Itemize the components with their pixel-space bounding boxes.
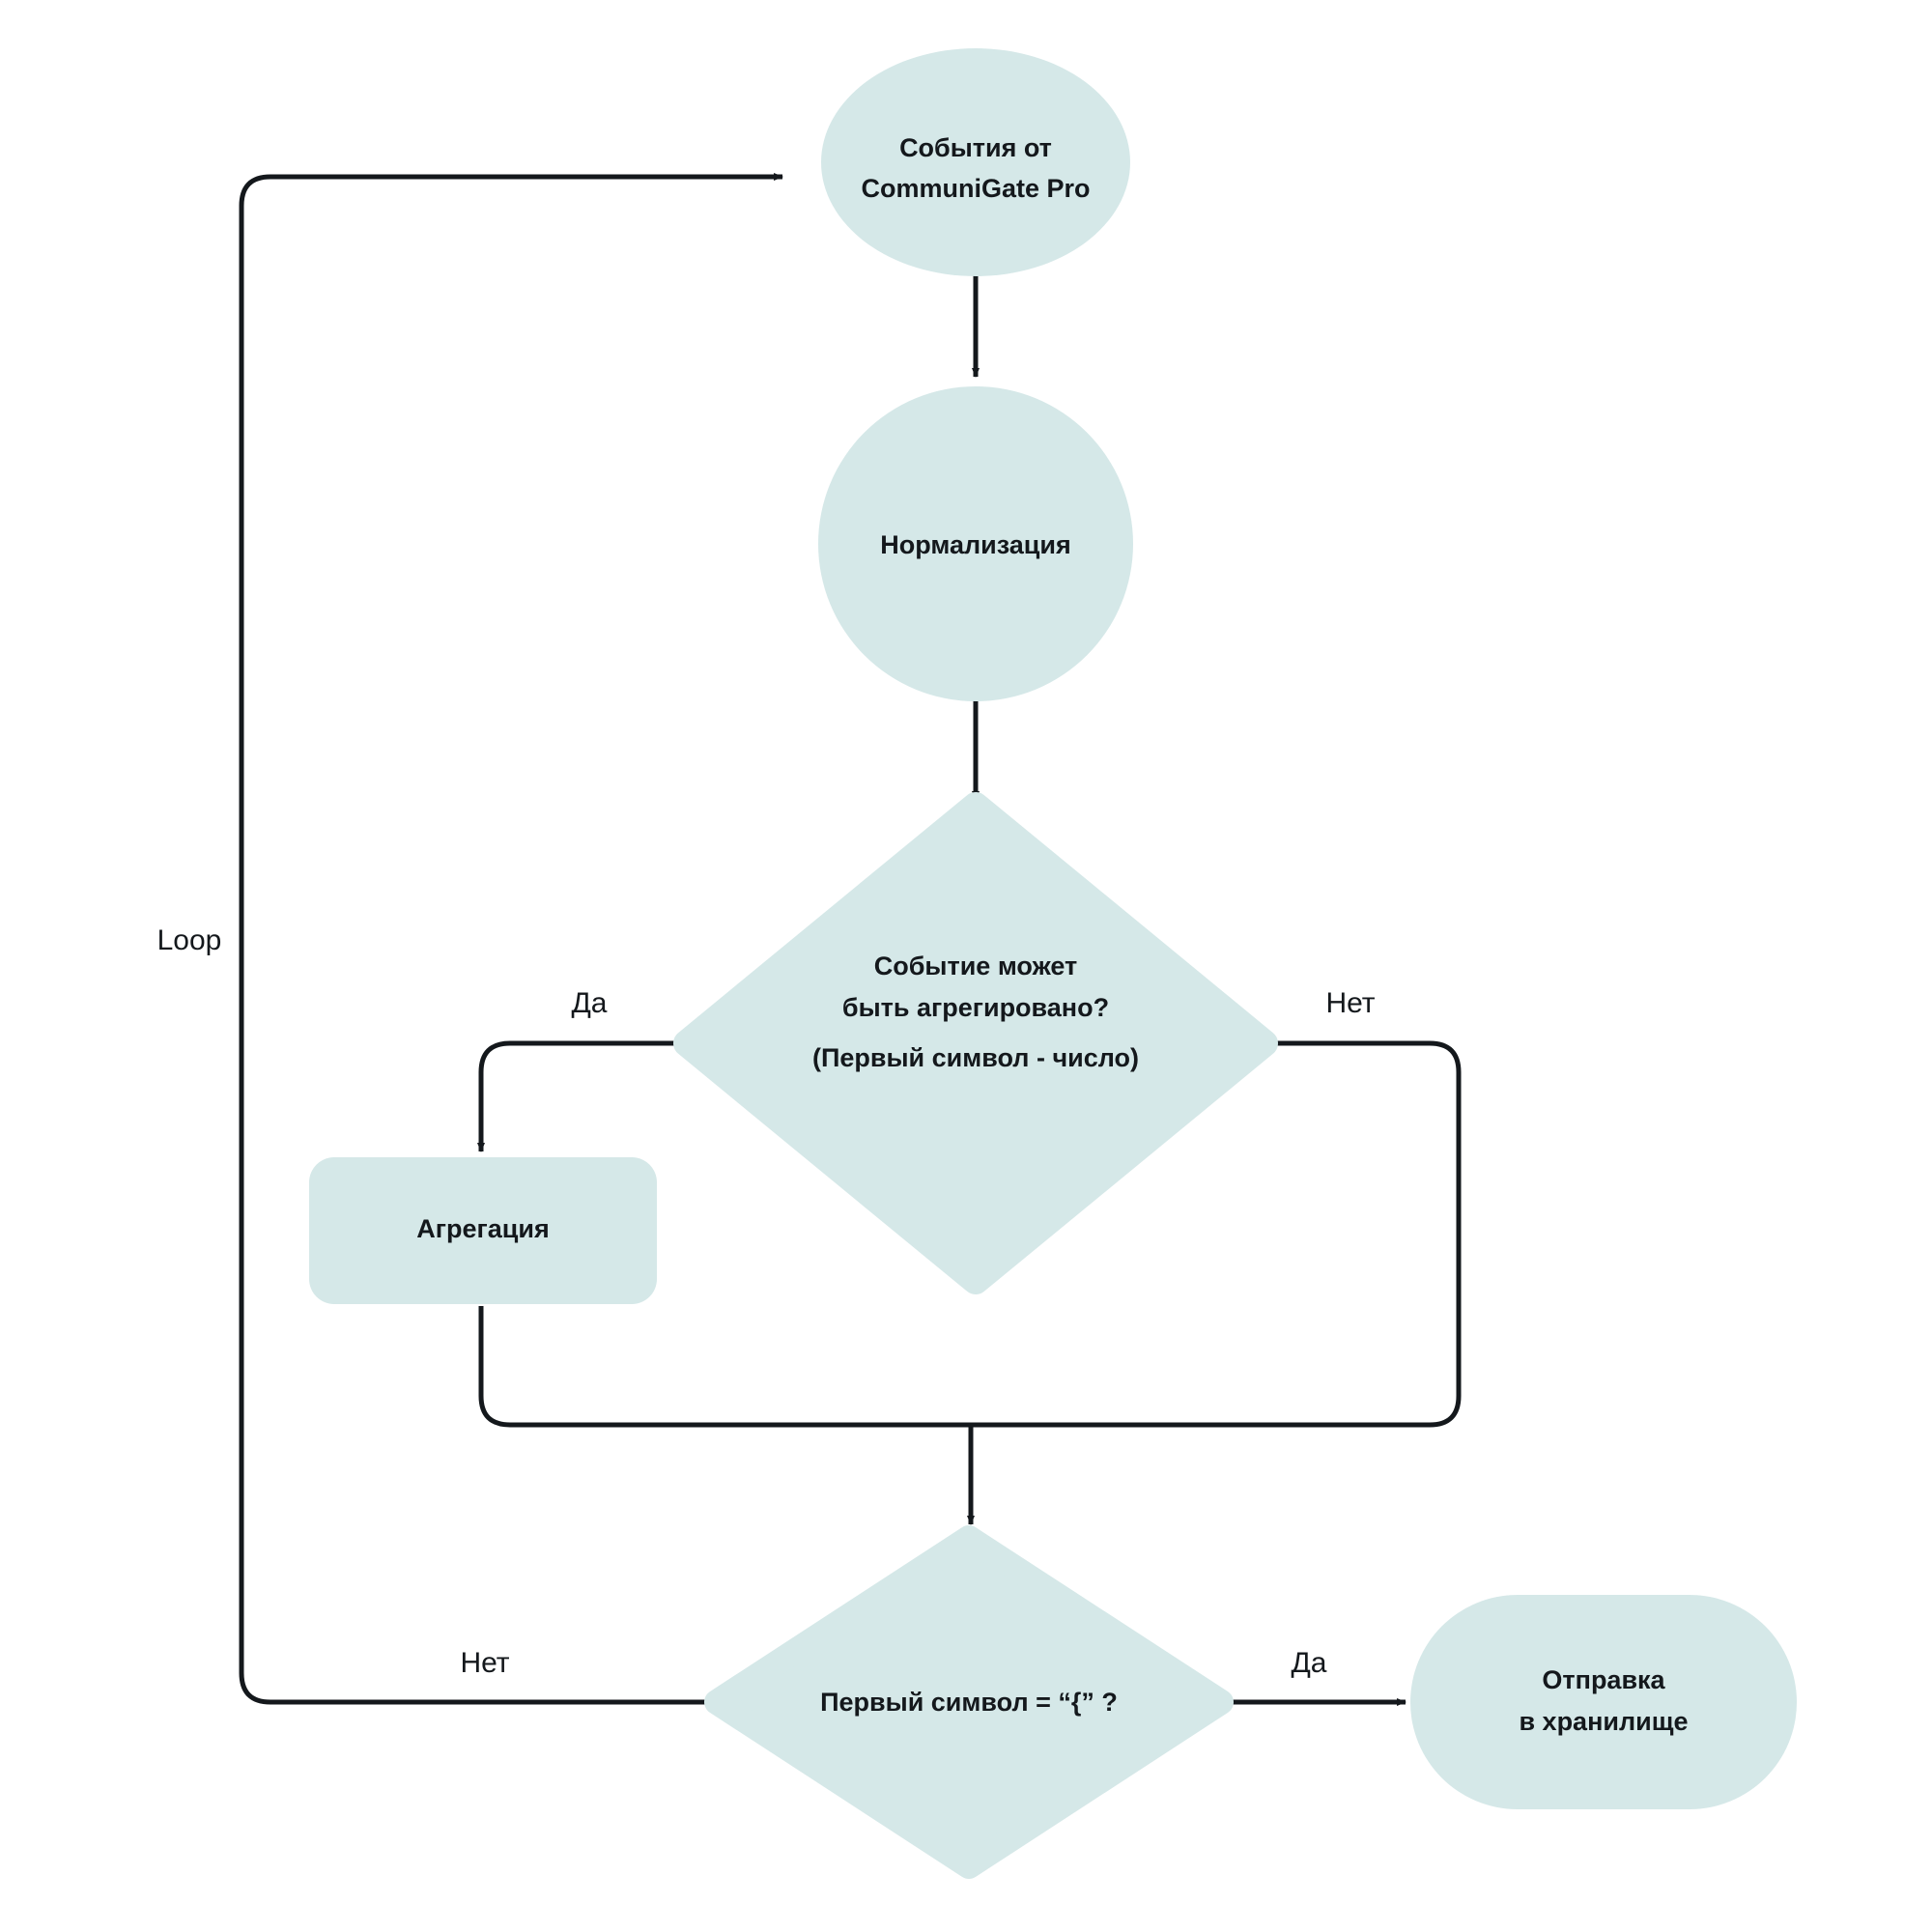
- edge-decision-no-to-merge: Нет: [976, 987, 1462, 1428]
- node-decision-first-char-brace-shape: [704, 1525, 1234, 1879]
- node-normalization-label: Нормализация: [880, 530, 1071, 559]
- edge-decision-no-line: [976, 1040, 1462, 1428]
- node-send-to-storage-shape: [1410, 1595, 1797, 1809]
- node-normalization-shape: [818, 386, 1133, 701]
- node-aggregation[interactable]: Агрегация: [309, 1157, 657, 1304]
- node-aggregation-shape: [309, 1157, 657, 1304]
- node-decision-can-aggregate-shape: [673, 792, 1278, 1294]
- edge-loop-return: Loop: [157, 173, 783, 1705]
- node-send-to-storage-label-line1: Отправка: [1542, 1665, 1665, 1694]
- edge-decision-yes-to-aggregation: Да: [477, 987, 688, 1152]
- node-start-events-shape: [821, 48, 1130, 276]
- edge-brace-yes-to-storage: Да: [1225, 1647, 1406, 1706]
- node-start-events[interactable]: События от CommuniGate Pro: [821, 48, 1130, 276]
- node-send-to-storage-label-line2: в хранилище: [1519, 1707, 1688, 1736]
- node-decision-first-char-brace-label: Первый символ = “{” ?: [820, 1688, 1118, 1717]
- edge-label-brace-yes: Да: [1291, 1647, 1326, 1679]
- node-decision-first-char-brace[interactable]: Первый символ = “{” ?: [704, 1525, 1234, 1879]
- node-normalization[interactable]: Нормализация: [818, 386, 1133, 701]
- node-decision-can-aggregate-label-line2: быть агрегировано?: [842, 993, 1109, 1022]
- node-start-events-label-line1: События от: [899, 133, 1052, 162]
- node-decision-can-aggregate-label-line3: (Первый символ - число): [812, 1043, 1139, 1072]
- edge-aggregation-to-merge: [478, 1306, 976, 1428]
- node-decision-can-aggregate-label-line1: Событие может: [874, 952, 1078, 980]
- edge-brace-no: Нет: [460, 1647, 509, 1679]
- edge-label-brace-no: Нет: [460, 1647, 509, 1679]
- edge-label-aggregate-no: Нет: [1325, 987, 1375, 1019]
- node-aggregation-label: Агрегация: [416, 1214, 549, 1243]
- edge-decision-yes-line: [477, 1040, 688, 1152]
- edge-label-loop: Loop: [157, 924, 222, 956]
- edge-label-aggregate-yes: Да: [571, 987, 607, 1019]
- node-send-to-storage[interactable]: Отправка в хранилище: [1410, 1595, 1797, 1809]
- edge-loop-return-line: [239, 173, 783, 1705]
- node-start-events-label-line2: CommuniGate Pro: [861, 174, 1090, 203]
- edge-aggregation-line: [478, 1306, 976, 1428]
- node-decision-can-aggregate[interactable]: Событие может быть агрегировано? (Первый…: [673, 792, 1278, 1294]
